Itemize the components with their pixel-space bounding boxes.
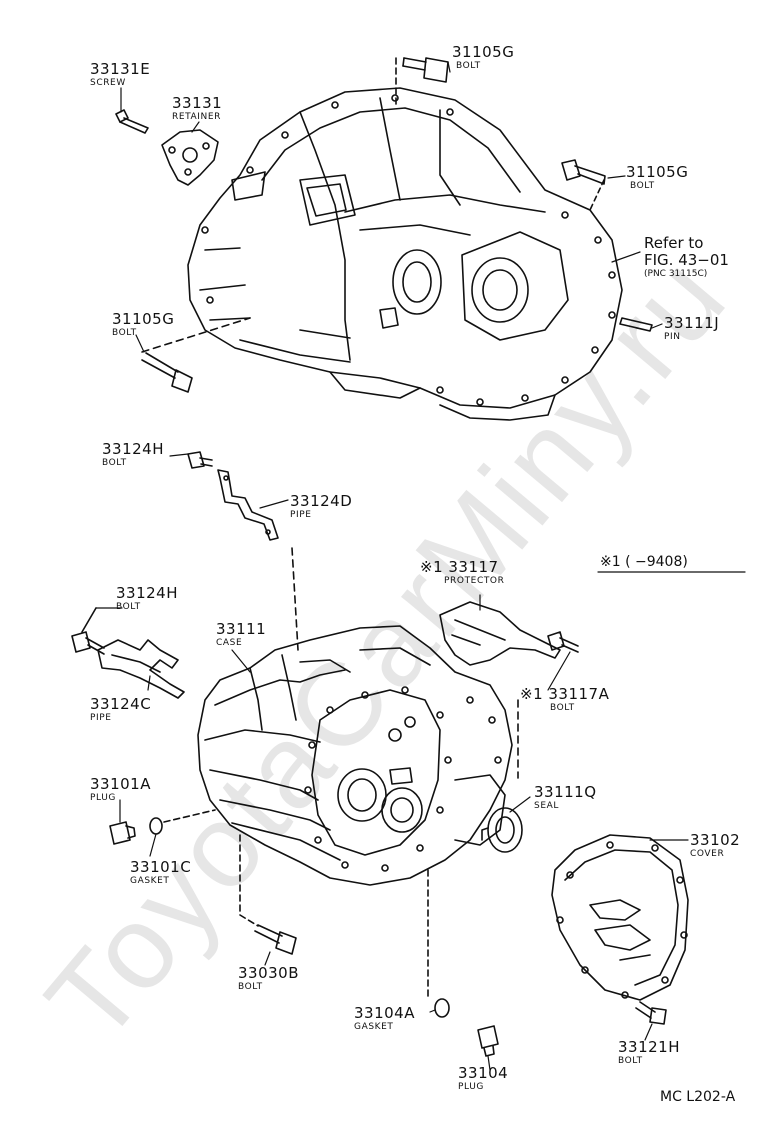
screw-33131e-drawing [115,109,149,134]
plug-33101a-drawing [109,821,136,845]
bolt-31105g-left-drawing [141,317,251,393]
retainer-33131-drawing [161,129,219,186]
gasket-33104a-drawing [427,869,450,1018]
bolt-33124h-lower-drawing [71,607,105,655]
footnote-date-range: ※1 ( −9408) [600,554,688,570]
cover-33102-drawing [551,834,689,1001]
plug-33104-drawing [477,1025,499,1057]
bolt-33117a-drawing [547,631,579,653]
gasket-33101c-drawing [149,809,216,835]
pin-33111j-drawing [619,317,653,332]
bolt-33121h-drawing [635,1001,667,1025]
protector-33117-drawing [439,601,561,779]
pipe-33124c-drawing [97,639,185,699]
reference-note: Refer to FIG. 43−01 (PNC 31115C) [644,234,729,279]
pipe-33124d-drawing [217,469,299,651]
seal-33111q-drawing [481,807,523,853]
bolt-33124h-upper-drawing [187,451,213,469]
figure-code: MC L202-A [660,1089,736,1105]
bolt-33030b-drawing [239,834,297,955]
main-case [197,625,513,886]
leader-lines [95,61,689,1071]
upper-housing [187,87,623,421]
bolt-31105g-right-drawing [561,159,606,211]
bolt-31105g-top-drawing [395,57,449,106]
